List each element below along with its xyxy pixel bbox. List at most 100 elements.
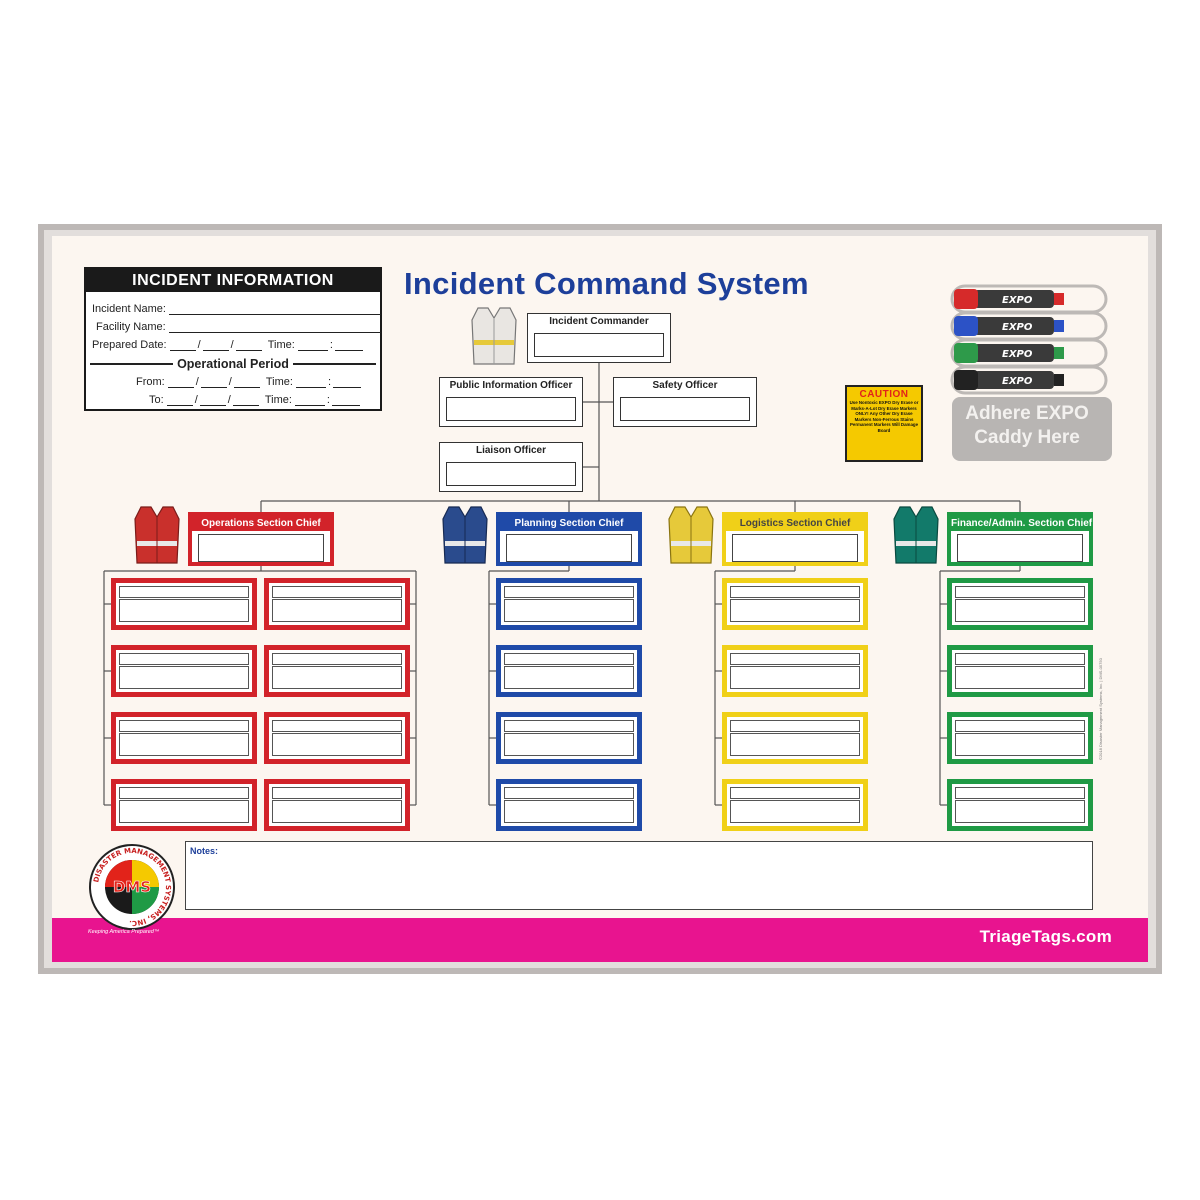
logistics-unit-box[interactable] [722,578,868,630]
expo-marker-label: EXPO [1002,322,1033,333]
planning-section-chief-box: Planning Section Chief [496,512,642,566]
planning-vest-icon [442,506,488,564]
to-month-field[interactable] [166,395,193,406]
from-time-label: Time: [265,376,293,388]
operations-unit-box[interactable] [264,645,410,697]
safety-officer-box: Safety Officer [613,377,757,427]
to-day-field[interactable] [199,395,226,406]
incident-information-panel: INCIDENT INFORMATION Incident Name: Faci… [84,267,382,411]
caution-title: CAUTION [859,389,909,400]
operations-unit-box[interactable] [111,578,257,630]
to-row: To: / / Time: : [149,394,360,406]
incident-commander-box: Incident Commander [527,313,671,363]
incident-commander-vest-icon [471,307,517,365]
expo-marker-body [974,317,1054,335]
page-title: Incident Command System [404,266,809,301]
footer-bar [52,918,1148,962]
logistics-unit-box[interactable] [722,779,868,831]
prepared-time-label: Time: [267,339,295,351]
logistics-section-chief-label: Logistics Section Chief [726,516,864,531]
incident-information-title: INCIDENT INFORMATION [86,269,380,292]
finance-unit-box[interactable] [947,578,1093,630]
to-hour-field[interactable] [294,395,325,406]
prepared-minute-field[interactable] [334,340,363,351]
time-separator: : [329,339,333,351]
prepared-day-field[interactable] [202,340,229,351]
finance-unit-box[interactable] [947,712,1093,764]
to-year-field[interactable] [232,395,259,406]
public-information-officer-field[interactable] [446,397,576,421]
liaison-officer-field[interactable] [446,462,576,486]
operations-vest-icon [134,506,180,564]
logistics-section-chief-box: Logistics Section Chief [722,512,868,566]
logistics-unit-box[interactable] [722,645,868,697]
operations-unit-box[interactable] [264,779,410,831]
expo-marker-body [974,290,1054,308]
expo-marker-body [974,371,1054,389]
expo-marker-cap [954,343,978,363]
expo-marker-body [974,344,1054,362]
logistics-unit-box[interactable] [722,712,868,764]
prepared-hour-field[interactable] [297,340,328,351]
date-separator: / [197,339,201,351]
incident-commander-field[interactable] [534,333,664,357]
planning-unit-box[interactable] [496,779,642,831]
incident-commander-label: Incident Commander [549,316,649,327]
operations-unit-box[interactable] [264,578,410,630]
safety-officer-field[interactable] [620,397,750,421]
to-minute-field[interactable] [331,395,360,406]
finance-unit-box[interactable] [947,645,1093,697]
notes-area[interactable]: Notes: [185,841,1093,910]
from-label: From: [136,376,165,388]
operations-unit-box[interactable] [264,712,410,764]
planning-unit-box[interactable] [496,578,642,630]
liaison-officer-label: Liaison Officer [475,445,546,456]
expo-marker-label: EXPO [1002,349,1033,360]
expo-caddy-line2: Caddy Here [974,427,1080,448]
operations-unit-box[interactable] [111,712,257,764]
finance-admin-section-chief-label: Finance/Admin. Section Chief [951,516,1093,531]
expo-marker-cap [954,316,978,336]
date-separator: / [228,376,232,388]
from-hour-field[interactable] [295,377,326,388]
logistics-section-chief-field[interactable] [732,534,858,562]
from-day-field[interactable] [200,377,227,388]
expo-marker-end [1054,293,1064,305]
notes-label: Notes: [190,846,219,856]
public-information-officer-box: Public Information Officer [439,377,583,427]
from-year-field[interactable] [233,377,260,388]
prepared-year-field[interactable] [235,340,262,351]
finance-unit-box[interactable] [947,779,1093,831]
from-month-field[interactable] [167,377,194,388]
planning-section-chief-field[interactable] [506,534,632,562]
logistics-vest-icon [668,506,714,564]
finance-vest-icon [893,506,939,564]
operations-unit-box[interactable] [111,779,257,831]
liaison-officer-box: Liaison Officer [439,442,583,492]
expo-marker-end [1054,374,1064,386]
dms-logo: DISASTER MANAGEMENT SYSTEMS, INC. DMS [89,844,175,930]
from-minute-field[interactable] [333,377,362,388]
prepared-month-field[interactable] [169,340,196,351]
caution-text: Use Nontoxic EXPO Dry Erase or Marks-A-L… [849,400,919,433]
incident-name-label: Incident Name: [92,303,166,315]
finance-admin-section-chief-field[interactable] [957,534,1083,562]
planning-unit-box[interactable] [496,645,642,697]
logo-text: DMS [113,878,151,896]
from-row: From: / / Time: : [136,376,362,388]
footer-url: TriageTags.com [979,927,1112,946]
operations-section-chief-field[interactable] [198,534,324,562]
expo-marker-end [1054,320,1064,332]
expo-marker-label: EXPO [1002,295,1033,306]
operational-period-label: Operational Period [177,357,289,371]
incident-name-field[interactable] [168,304,381,315]
time-separator: : [327,376,332,388]
public-information-officer-label: Public Information Officer [449,380,573,391]
facility-name-field[interactable] [168,322,381,333]
date-separator: / [194,394,198,406]
planning-unit-box[interactable] [496,712,642,764]
operations-section-chief-box: Operations Section Chief [188,512,334,566]
planning-section-chief-label: Planning Section Chief [500,516,638,531]
operations-unit-box[interactable] [111,645,257,697]
